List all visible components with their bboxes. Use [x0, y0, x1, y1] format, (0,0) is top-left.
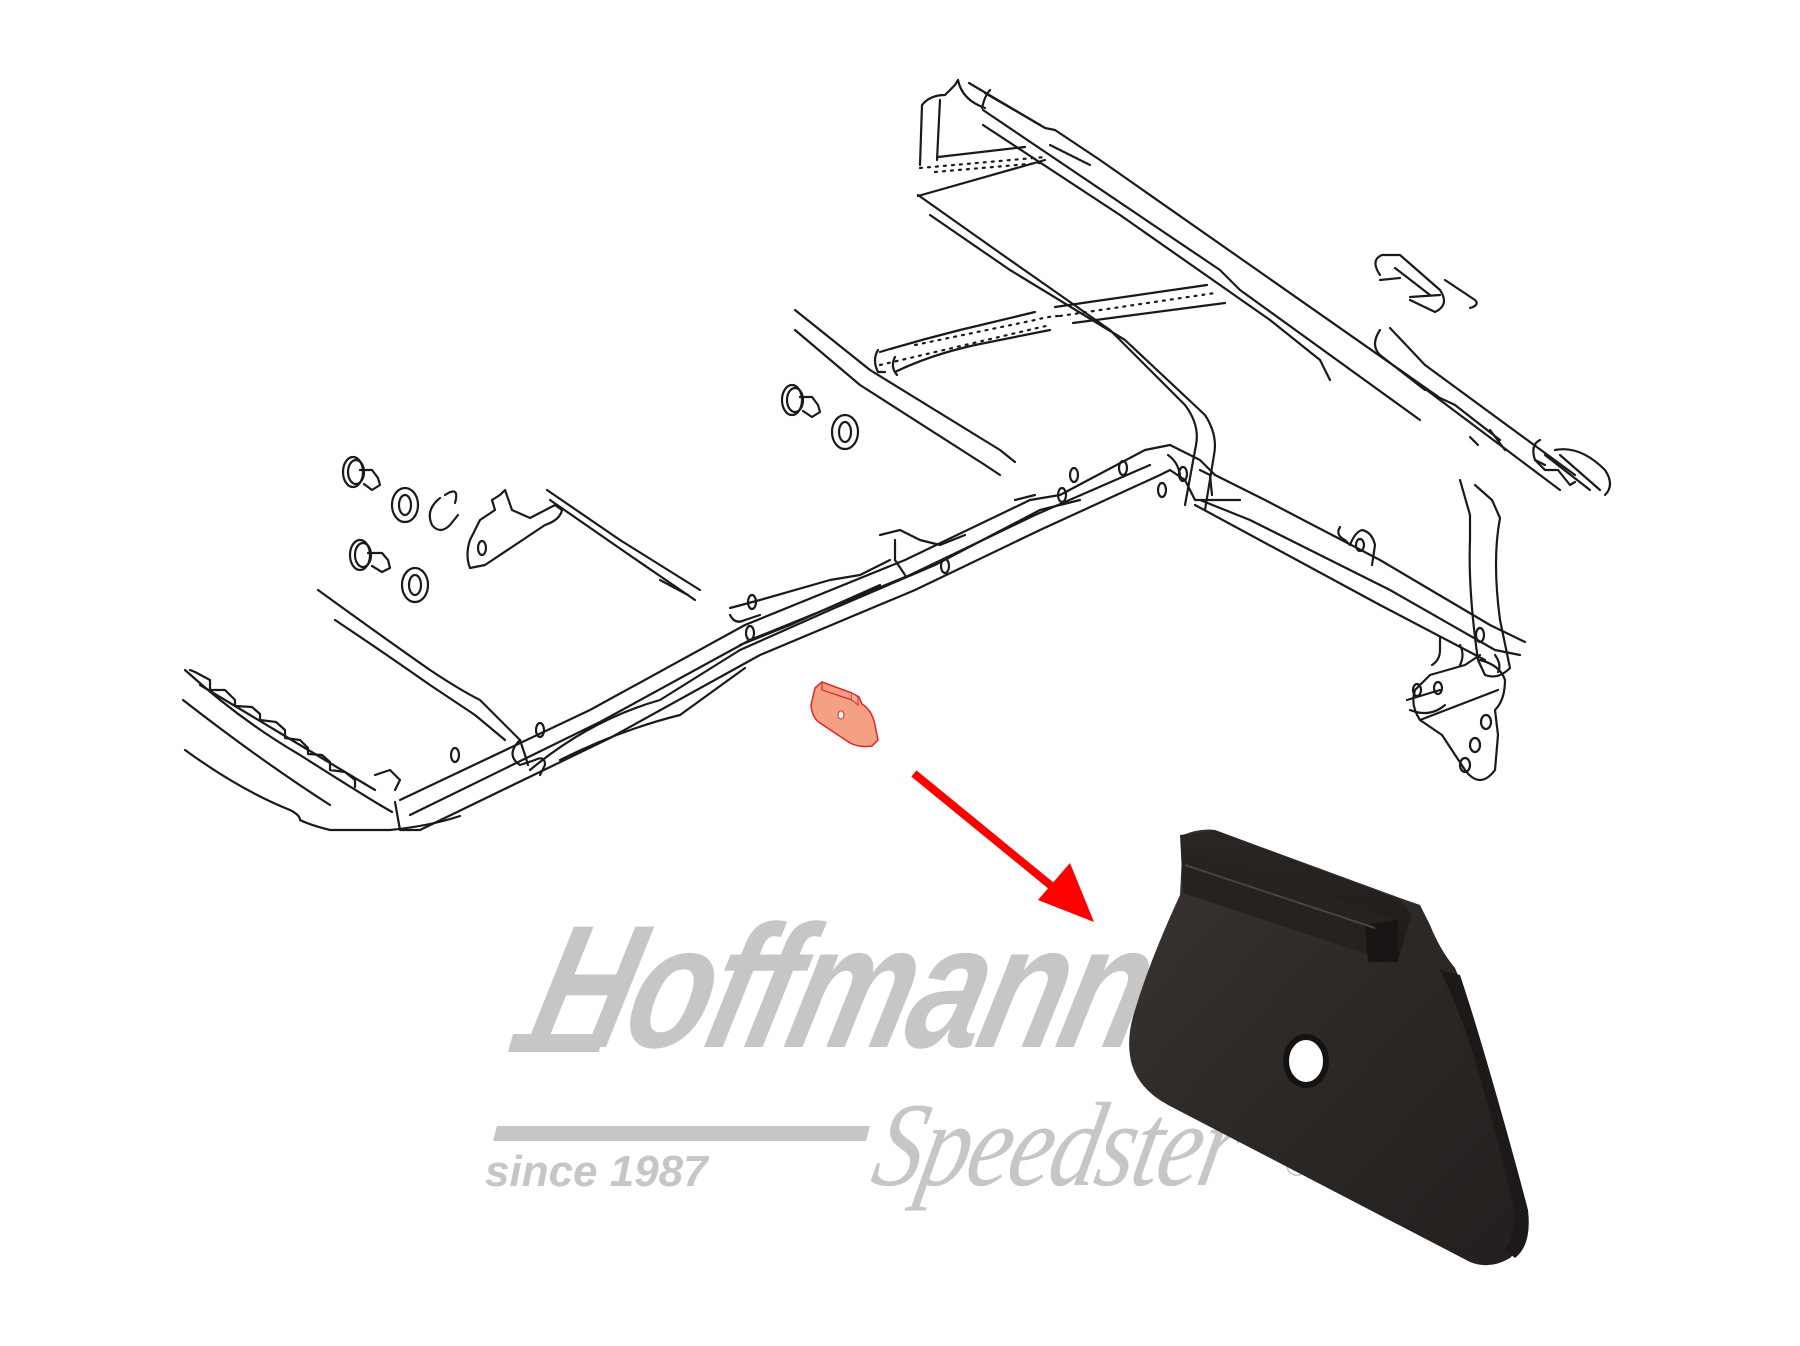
- top-frame-drawing: [181, 78, 1612, 832]
- logo-tagline: since 1987: [485, 1147, 708, 1196]
- rubber-buffer-part: [1129, 829, 1529, 1266]
- fastener-set-center: [780, 383, 860, 451]
- fastener-set-left: [341, 455, 564, 604]
- highlighted-part-icon: [810, 681, 879, 748]
- pointer-arrow-icon: [911, 770, 1094, 922]
